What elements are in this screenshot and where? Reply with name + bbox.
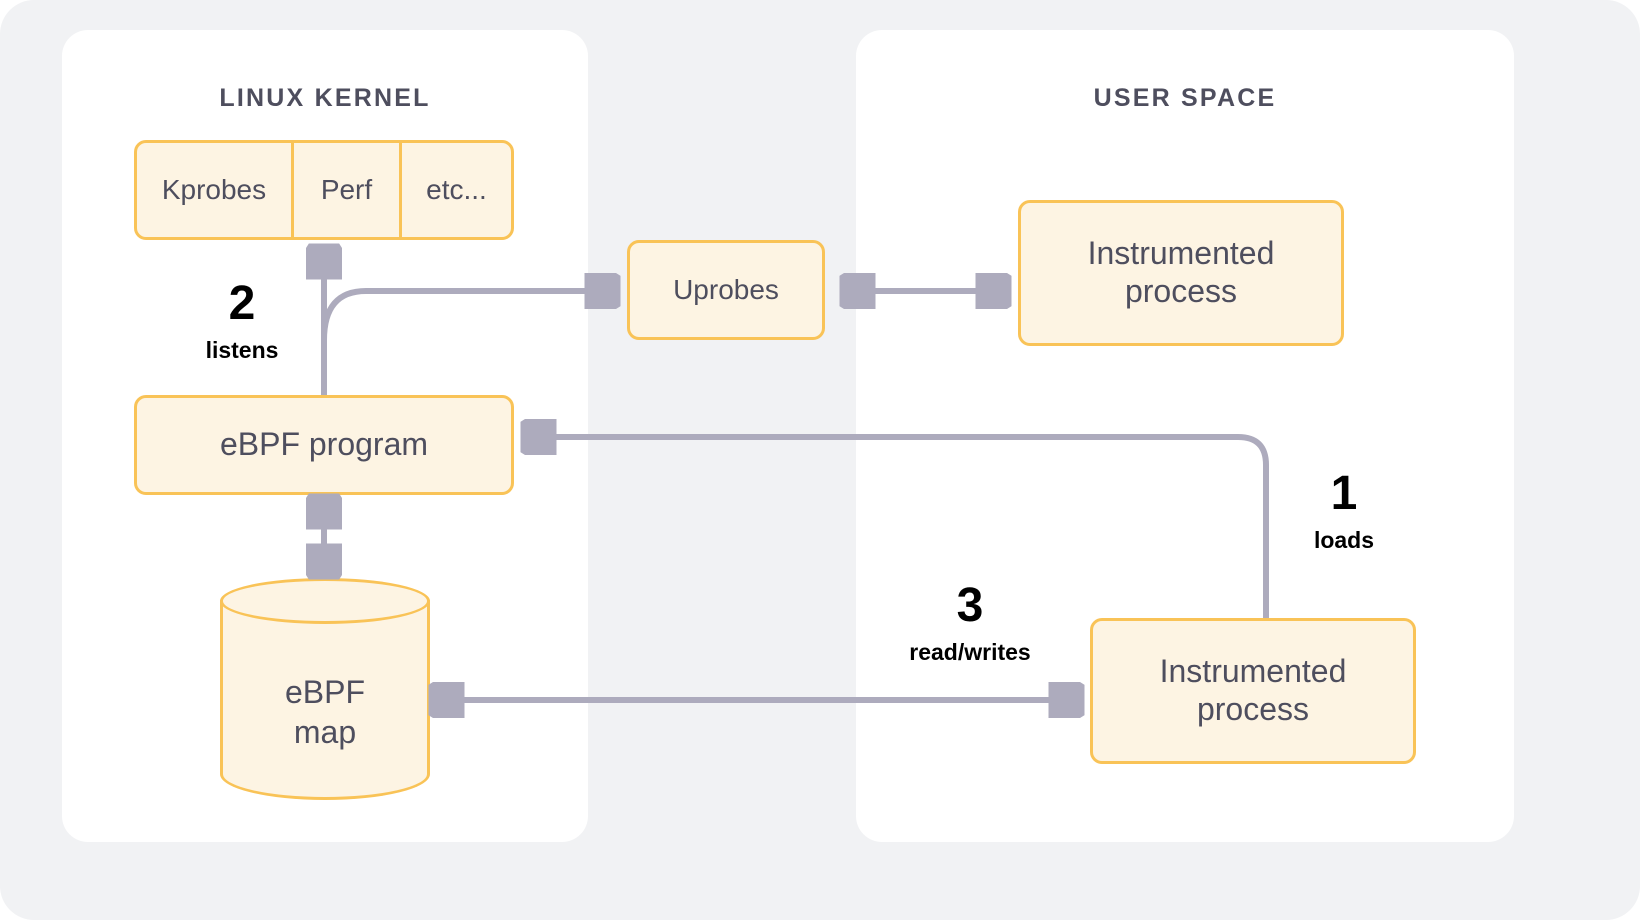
step-1-caption: loads (1313, 527, 1375, 553)
step-2-number: 2 (228, 277, 256, 330)
probe-cell-etc[interactable]: etc... (426, 174, 487, 206)
cylinder-body (220, 600, 430, 800)
probe-sources-group[interactable]: Kprobes Perf etc... (134, 140, 514, 240)
step-1-number: 1 (1330, 467, 1358, 520)
step-3-number: 3 (956, 579, 984, 632)
probe-cell-perf[interactable]: Perf (294, 143, 402, 237)
step-label-3-read-writes: 3 read/writes (884, 582, 1056, 665)
proc-top-line-1: Instrumented (1087, 235, 1275, 272)
step-3-caption: read/writes (909, 639, 1031, 665)
node-ebpf-map-label: eBPF map (220, 624, 430, 800)
step-2-caption: listens (205, 337, 279, 363)
node-instrumented-process-bottom[interactable]: Instrumented process (1090, 618, 1416, 764)
step-label-2-listens: 2 listens (186, 280, 298, 363)
panel-title-user-space: USER SPACE (1093, 84, 1277, 112)
proc-bottom-line-2: process (1196, 691, 1310, 727)
node-ebpf-program[interactable]: eBPF program (134, 395, 514, 495)
node-uprobes[interactable]: Uprobes (627, 240, 825, 340)
ebpf-map-line-2: map (293, 714, 357, 750)
probe-cell-kprobes[interactable]: Kprobes (137, 143, 294, 237)
ebpf-map-line-1: eBPF (284, 674, 366, 710)
step-label-1-loads: 1 loads (1288, 470, 1400, 553)
node-instrumented-process-top[interactable]: Instrumented process (1018, 200, 1344, 346)
proc-top-line-2: process (1124, 273, 1238, 309)
proc-bottom-line-1: Instrumented (1159, 653, 1347, 690)
node-ebpf-map[interactable]: eBPF map (220, 578, 430, 800)
panel-title-linux-kernel: LINUX KERNEL (219, 84, 431, 112)
cylinder-top-ellipse (220, 578, 430, 624)
